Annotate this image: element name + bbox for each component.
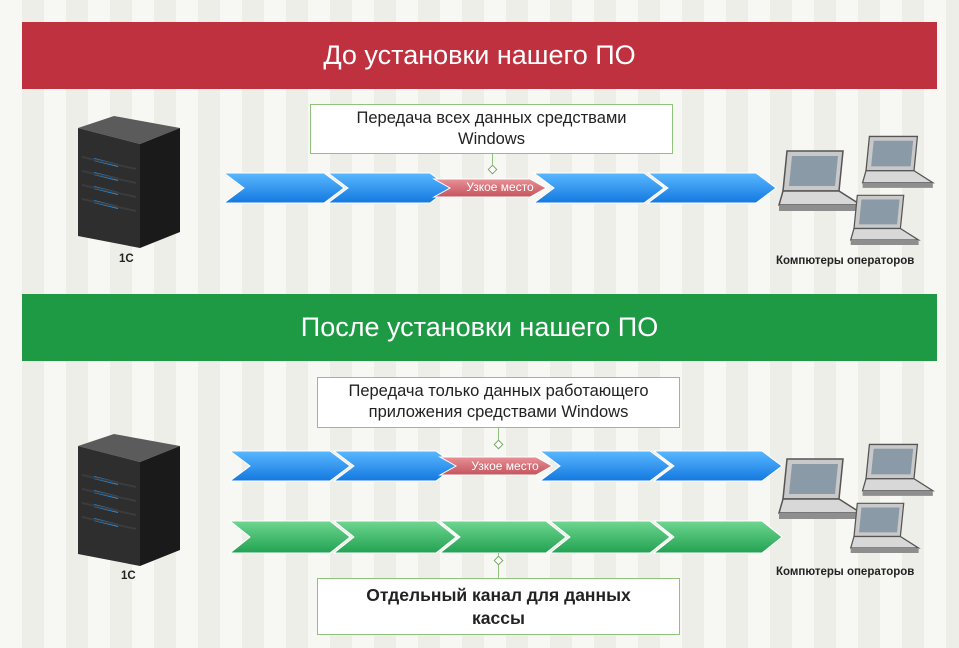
laptop-icon bbox=[778, 458, 863, 519]
bottleneck-segment bbox=[438, 456, 554, 476]
after-banner: После установки нашего ПО bbox=[22, 294, 937, 361]
cash-channel-flow bbox=[228, 520, 783, 554]
top-data-flow bbox=[222, 172, 777, 204]
bottom-clients-label: Компютеры операторов bbox=[776, 566, 915, 578]
flow-segment-2 bbox=[326, 172, 451, 204]
laptop-icon bbox=[778, 150, 863, 211]
channel-note: Отдельный канал для данных кассы bbox=[317, 578, 680, 635]
laptop-icon bbox=[849, 502, 921, 554]
flow-segment-3 bbox=[538, 450, 671, 482]
channel-note-line2: кассы bbox=[472, 608, 525, 628]
bottom-server-label: 1С bbox=[121, 570, 136, 582]
top-server-label: 1С bbox=[119, 253, 134, 265]
channel-note-anchor bbox=[493, 555, 504, 566]
bottleneck-segment bbox=[432, 178, 548, 198]
channel-note-line1: Отдельный канал для данных bbox=[366, 585, 631, 605]
laptop-icon bbox=[861, 135, 936, 188]
channel-segment-2 bbox=[332, 520, 457, 554]
bottom-note-line1: Передача только данных работающего bbox=[348, 382, 649, 400]
flow-segment-1 bbox=[222, 172, 345, 204]
server-icon bbox=[78, 434, 180, 566]
laptop-icon bbox=[861, 443, 936, 496]
bottom-note-line2: приложения средствами Windows bbox=[368, 403, 629, 421]
flow-segment-3 bbox=[532, 172, 665, 204]
flow-segment-1 bbox=[228, 450, 351, 482]
bottom-bottleneck-label: Узкое место bbox=[471, 459, 539, 473]
channel-segment-1 bbox=[228, 520, 351, 554]
laptop-icon bbox=[849, 194, 921, 246]
flow-segment-2 bbox=[332, 450, 457, 482]
before-banner: До установки нашего ПО bbox=[22, 22, 937, 89]
before-title: До установки нашего ПО bbox=[323, 40, 636, 70]
flow-segment-4 bbox=[652, 450, 783, 482]
after-title: После установки нашего ПО bbox=[300, 312, 659, 342]
server-icon bbox=[78, 116, 180, 248]
top-note-text: Передача всех данных средствами Windows bbox=[356, 109, 627, 148]
channel-note-connector bbox=[498, 553, 499, 578]
top-note: Передача всех данных средствами Windows bbox=[310, 104, 673, 154]
bottom-note-connector bbox=[498, 428, 499, 445]
top-note-connector bbox=[492, 154, 493, 170]
bottom-note: Передача только данных работающего прило… bbox=[317, 377, 680, 428]
top-bottleneck-label: Узкое место bbox=[466, 180, 534, 194]
top-clients-label: Компютеры операторов bbox=[776, 255, 915, 267]
channel-segment-4 bbox=[548, 520, 671, 554]
flow-segment-4 bbox=[646, 172, 777, 204]
bottom-data-flow bbox=[228, 450, 783, 482]
channel-segment-3 bbox=[438, 520, 567, 554]
bottom-note-anchor bbox=[493, 439, 504, 450]
channel-segment-5 bbox=[652, 520, 783, 554]
